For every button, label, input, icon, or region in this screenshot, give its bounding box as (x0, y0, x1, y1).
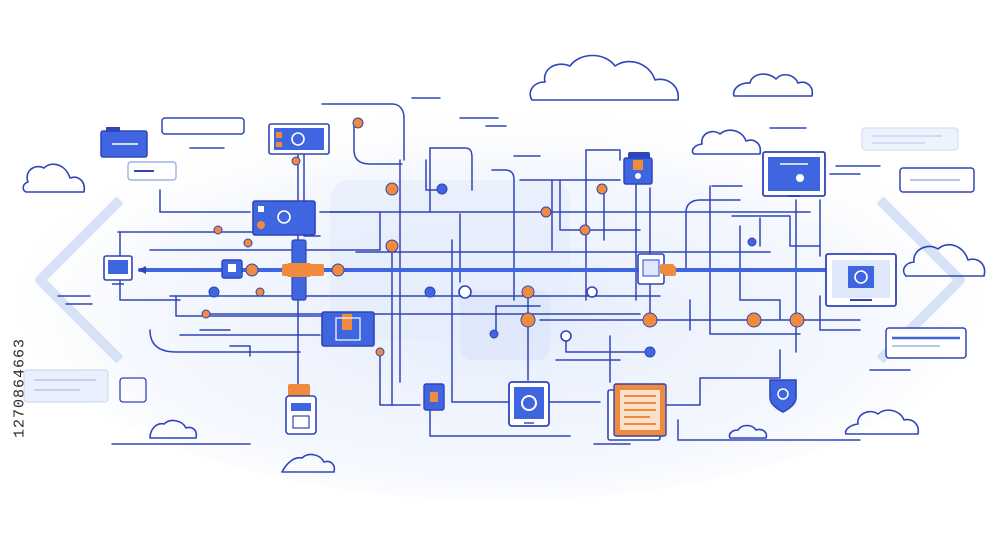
server-icon (100, 127, 148, 158)
shield-icon (769, 379, 797, 413)
tablet-icon (285, 384, 317, 435)
stock-id-label: 1270864663 (2, 318, 38, 458)
tablet-icon (508, 381, 550, 427)
cloud-icon (844, 409, 920, 435)
document-icon (607, 383, 667, 441)
cloud-icon (732, 73, 814, 97)
cloud-icon (691, 129, 762, 155)
cloud-icon (22, 163, 86, 193)
monitor-icon (762, 151, 826, 197)
device-icon (321, 311, 375, 347)
cloud-icon (281, 453, 336, 473)
monitor-icon (825, 253, 897, 307)
decorative-dashes (57, 97, 911, 445)
cloud-icon (529, 54, 679, 101)
connector-nodes (221, 259, 676, 279)
monitor-icon (103, 255, 133, 285)
text-placeholder-boxes (23, 117, 975, 403)
device-icon (268, 123, 330, 155)
blue-nodes (208, 183, 757, 358)
stock-id-text: 1270864663 (11, 337, 29, 439)
orange-nodes (201, 117, 805, 357)
network-node-icon (637, 253, 674, 285)
server-icon (252, 200, 316, 236)
cloud-icon (728, 424, 768, 439)
cloud-icon (149, 419, 198, 439)
device-icon (623, 152, 653, 185)
cloud-icon (902, 244, 986, 277)
device-icon (423, 383, 445, 411)
